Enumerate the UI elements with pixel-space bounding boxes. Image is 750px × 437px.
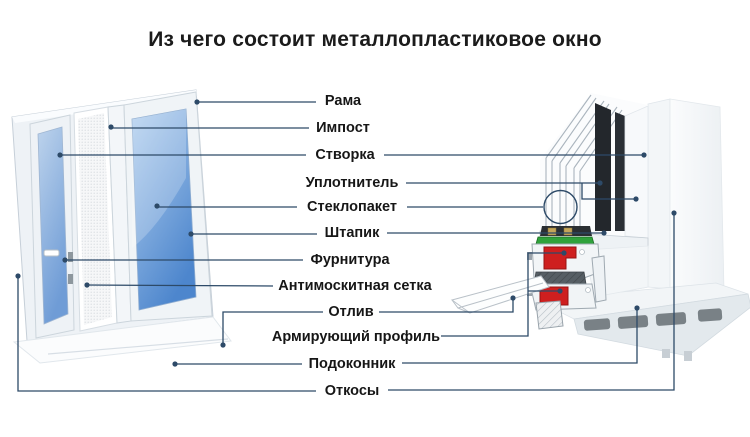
- wall-slope: [669, 98, 725, 293]
- sill-foot-right: [684, 351, 692, 361]
- dot-otliv-left: [220, 342, 226, 348]
- dot-setka: [84, 282, 90, 288]
- connector-otliv-right: [379, 300, 514, 313]
- dot-stvorka-right: [641, 152, 647, 158]
- connector-uplotnitel-branch: [581, 183, 634, 200]
- connector-armatura: [441, 252, 562, 337]
- page-title: Из чего состоит металлопластиковое окно: [148, 28, 602, 51]
- dot-steklopaket: [154, 203, 160, 209]
- dot-otkosy-right: [671, 210, 677, 216]
- connector-podokonnik-right: [402, 310, 638, 364]
- glass-reflection: [132, 109, 186, 248]
- mosquito-mesh: [78, 113, 112, 325]
- label-armiruyushchiy-profil: Армирующий профиль: [271, 328, 441, 345]
- dot-rama: [194, 99, 200, 105]
- dot-otliv-right: [510, 295, 516, 301]
- glass-edge-band-outer: [595, 103, 611, 231]
- connector-otliv-left: [222, 311, 323, 344]
- open-sash-glass: [37, 126, 69, 325]
- glass-edge-band-inner: [615, 112, 625, 231]
- label-otkosy: Откосы: [324, 382, 380, 399]
- slope-front-strip: [647, 98, 671, 290]
- dot-furnitura: [62, 257, 68, 263]
- connectors: [15, 99, 677, 392]
- label-shtapik: Штапик: [324, 224, 380, 241]
- profile-step-right: [591, 255, 607, 303]
- label-rama: Рама: [324, 92, 362, 109]
- dot-armatura-upper: [561, 250, 567, 256]
- window-photo: [11, 89, 232, 364]
- dot-uplotnitel-2: [633, 196, 639, 202]
- label-stvorka: Створка: [315, 146, 375, 163]
- dot-stvorka-left: [57, 152, 63, 158]
- sill-vent-slots: [583, 308, 723, 331]
- ledge-drip-edge: [47, 338, 229, 355]
- hinge-lower: [68, 274, 73, 284]
- label-antimoskitnaya-setka: Антимоскитная сетка: [278, 277, 432, 294]
- screw-hole-lower: [585, 287, 591, 293]
- drip-sill-otliv: [450, 275, 550, 314]
- mesh-profile-box: [535, 300, 564, 330]
- hinge-upper: [68, 252, 73, 262]
- label-uplotnitel: Уплотнитель: [305, 174, 399, 191]
- connector-otkosy-left: [17, 277, 316, 392]
- dot-uplotnitel-1: [597, 180, 603, 186]
- label-otliv: Отлив: [328, 303, 374, 320]
- sill-foot-left: [662, 349, 670, 358]
- drip-sheet: [450, 275, 550, 314]
- connector-setka-left: [86, 284, 274, 287]
- window-handle: [43, 249, 60, 257]
- window-bottom-ledge: [12, 316, 232, 364]
- dot-shtapik-left: [188, 231, 194, 237]
- spacer-bar-right: [563, 227, 573, 236]
- dot-armatura-lower: [557, 288, 563, 294]
- spacer-bar-left: [547, 227, 557, 236]
- dot-podokonnik-left: [172, 361, 178, 367]
- profile-stub-upper: [527, 252, 532, 260]
- screw-hole-upper: [579, 249, 585, 255]
- sash-face-strip: [624, 105, 649, 239]
- cross-section: [450, 93, 750, 361]
- label-furnitura: Фурнитура: [310, 251, 390, 268]
- dot-impost: [108, 124, 114, 130]
- label-impost: Импост: [316, 119, 370, 136]
- label-steklopaket: Стеклопакет: [306, 198, 398, 215]
- label-podokonnik: Подоконник: [308, 355, 396, 372]
- dot-podokonnik-right: [634, 305, 640, 311]
- dot-otkosy-left: [15, 273, 21, 279]
- dot-shtapik-right: [601, 230, 607, 236]
- seal-strip-green: [535, 236, 595, 245]
- connector-otkosy-right: [388, 215, 675, 391]
- seal-highlight-circle: [543, 189, 578, 225]
- window-frame-top-face: [12, 90, 198, 123]
